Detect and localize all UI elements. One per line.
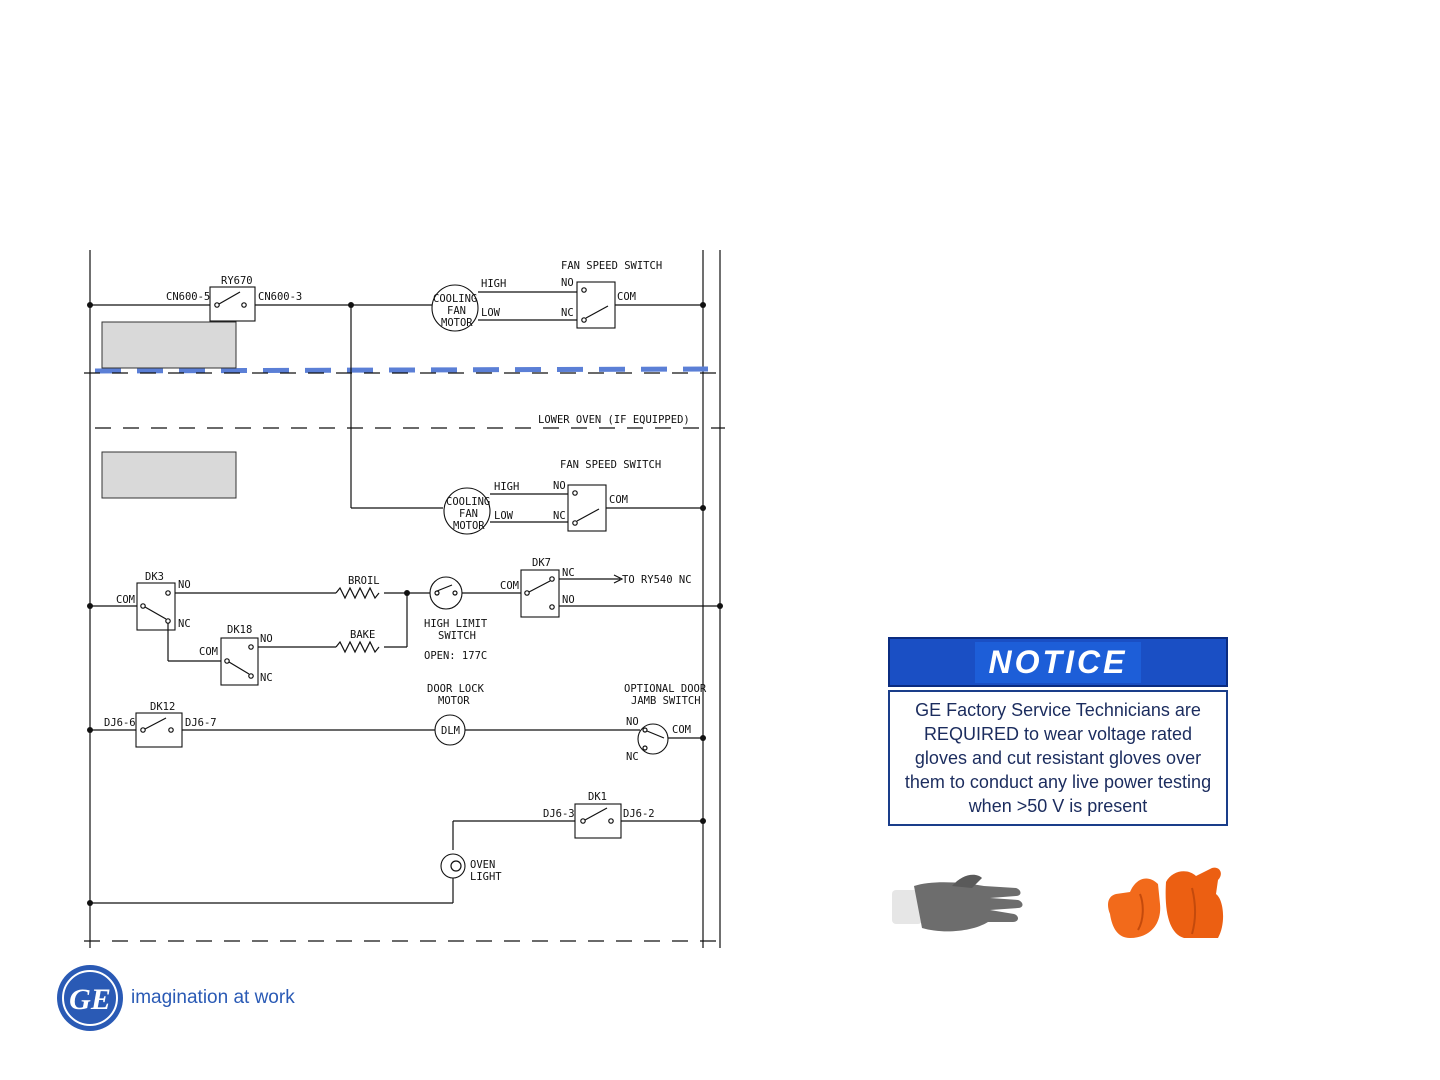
label-nc-lower: NC: [553, 510, 566, 522]
label-dlm: DLM: [441, 725, 460, 737]
label-com-lower: COM: [609, 494, 628, 506]
label-com-dk18: COM: [199, 646, 218, 658]
label-dj6-3: DJ6-3: [543, 808, 575, 820]
relay-dk12: [135, 712, 183, 748]
label-cn600-3: CN600-3: [258, 291, 302, 303]
label-motor-lower: MOTOR: [453, 520, 485, 532]
label-no-upper: NO: [561, 277, 574, 289]
placeholder-box-lower: [101, 451, 237, 499]
fan-speed-switch-upper: [576, 281, 616, 329]
label-nc-dk3: NC: [178, 618, 191, 630]
label-motor-dlm: MOTOR: [438, 695, 470, 707]
ge-monogram-icon: GE: [57, 965, 123, 1031]
broil-element: [335, 586, 380, 600]
label-dk7: DK7: [532, 557, 551, 569]
label-nc-dk7: NC: [562, 567, 575, 579]
label-dk1: DK1: [588, 791, 607, 803]
label-switch: SWITCH: [438, 630, 476, 642]
label-com-jamb: COM: [672, 724, 691, 736]
label-nc-upper: NC: [561, 307, 574, 319]
label-dk3: DK3: [145, 571, 164, 583]
label-optional-door: OPTIONAL DOOR: [624, 683, 707, 695]
label-dk18: DK18: [227, 624, 252, 636]
label-motor-upper: MOTOR: [441, 317, 473, 329]
label-dj6-7: DJ6-7: [185, 717, 217, 729]
label-no-dk3: NO: [178, 579, 191, 591]
placeholder-box-upper: [101, 321, 237, 369]
relay-ry670: [209, 286, 256, 322]
label-broil: BROIL: [348, 575, 380, 587]
label-fan-lower: FAN: [459, 508, 478, 520]
label-oven: OVEN: [470, 859, 495, 871]
label-low-lower: LOW: [494, 510, 514, 522]
label-no-lower: NO: [553, 480, 566, 492]
label-bake: BAKE: [350, 629, 375, 641]
label-high-upper: HIGH: [481, 278, 506, 290]
label-jamb-switch: JAMB SWITCH: [631, 695, 701, 707]
cooling-fan-motor-upper: [431, 284, 479, 332]
cooling-fan-motor-lower: [443, 487, 491, 535]
label-nc-dk18: NC: [260, 672, 273, 684]
label-com-upper: COM: [617, 291, 636, 303]
label-no-jamb: NO: [626, 716, 639, 728]
safety-notice: NOTICE GE Factory Service Technicians ar…: [888, 637, 1228, 826]
notice-body: GE Factory Service Technicians are REQUI…: [888, 690, 1228, 826]
label-com-dk3: COM: [116, 594, 135, 606]
relay-dk1: [574, 803, 622, 839]
label-dj6-2: DJ6-2: [623, 808, 655, 820]
label-dj6-6: DJ6-6: [104, 717, 136, 729]
label-dk12: DK12: [150, 701, 175, 713]
label-cn600-5: CN600-5: [166, 291, 210, 303]
optional-door-jamb-switch: [637, 723, 669, 755]
bake-element: [335, 640, 380, 654]
ge-monogram-text: GE: [69, 983, 111, 1016]
wiring-schematic: RY670 CN600-5 CN600-3 COOLING FAN MOTOR …: [84, 250, 725, 948]
label-light: LIGHT: [470, 871, 502, 883]
label-fan-speed-switch-upper: FAN SPEED SWITCH: [561, 260, 662, 272]
cut-resistant-glove-icon: [892, 874, 1023, 932]
label-no-dk18: NO: [260, 633, 273, 645]
logo-tagline: imagination at work: [131, 987, 295, 1008]
label-cooling-lower: COOLING: [446, 496, 490, 508]
label-to-ry540: TO RY540 NC: [622, 574, 692, 586]
label-lower-oven: LOWER OVEN (IF EQUIPPED): [538, 414, 690, 426]
label-high-lower: HIGH: [494, 481, 519, 493]
label-low-upper: LOW: [481, 307, 501, 319]
notice-header: NOTICE: [888, 637, 1228, 687]
label-door-lock: DOOR LOCK: [427, 683, 485, 695]
label-nc-jamb: NC: [626, 751, 639, 763]
label-no-dk7: NO: [562, 594, 575, 606]
label-ry670: RY670: [221, 275, 253, 287]
label-cooling-upper: COOLING: [433, 293, 477, 305]
label-com-dk7: COM: [500, 580, 519, 592]
label-fan-speed-switch-lower: FAN SPEED SWITCH: [560, 459, 661, 471]
voltage-rated-glove-icon: [1108, 867, 1224, 938]
relay-dk18: [220, 637, 259, 686]
label-fan-upper: FAN: [447, 305, 466, 317]
ge-logo: GE imagination at work: [55, 963, 295, 1033]
notice-title: NOTICE: [974, 641, 1142, 683]
highlight-dashed-line: [94, 366, 709, 374]
label-open-temp: OPEN: 177C: [424, 650, 487, 662]
label-high-limit: HIGH LIMIT: [424, 618, 488, 630]
